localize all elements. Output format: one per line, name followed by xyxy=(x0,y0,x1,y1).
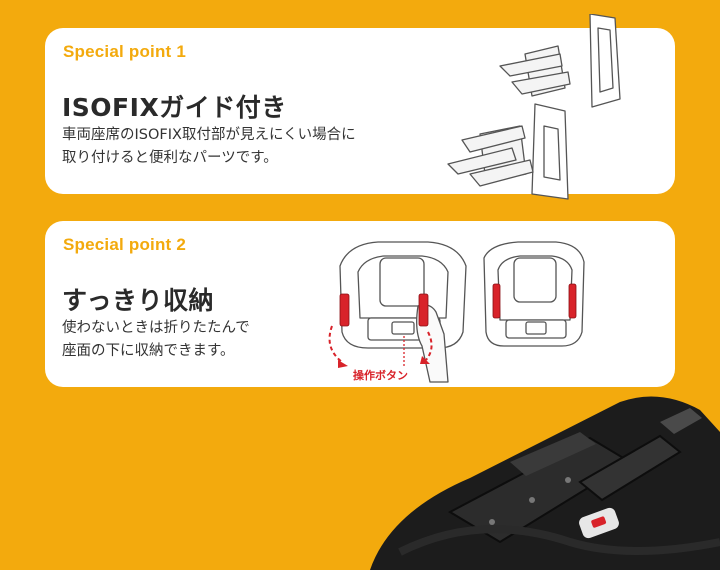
release-button-icon xyxy=(579,507,619,539)
description-line: 車両座席のISOFIX取付部が見えにくい場合に xyxy=(62,127,356,143)
operation-button-label: 操作ボタン xyxy=(353,369,408,382)
description-line: 使わないときは折りたたんで xyxy=(62,320,250,336)
special-point-2-tag: Special point 2 xyxy=(63,235,186,254)
storage-description: 使わないときは折りたたんで 座面の下に収納できます。 xyxy=(62,317,250,363)
folding-diagram xyxy=(328,241,585,383)
feature-card-isofix-guide: Special point 1 ISOFIXガイド付き 車両座席のISOFIX取… xyxy=(45,28,675,194)
special-point-1-tag: Special point 1 xyxy=(63,42,186,61)
isofix-guide-title: ISOFIXガイド付き xyxy=(62,93,287,122)
isofix-guide-illustration xyxy=(447,14,621,200)
description-line: 取り付けると便利なパーツです。 xyxy=(62,150,278,166)
storage-title: すっきり収納 xyxy=(62,286,215,315)
seat-base-photo xyxy=(370,396,720,570)
isofix-guide-description: 車両座席のISOFIX取付部が見えにくい場合に 取り付けると便利なパーツです。 xyxy=(62,124,356,170)
description-line: 座面の下に収納できます。 xyxy=(62,343,235,359)
